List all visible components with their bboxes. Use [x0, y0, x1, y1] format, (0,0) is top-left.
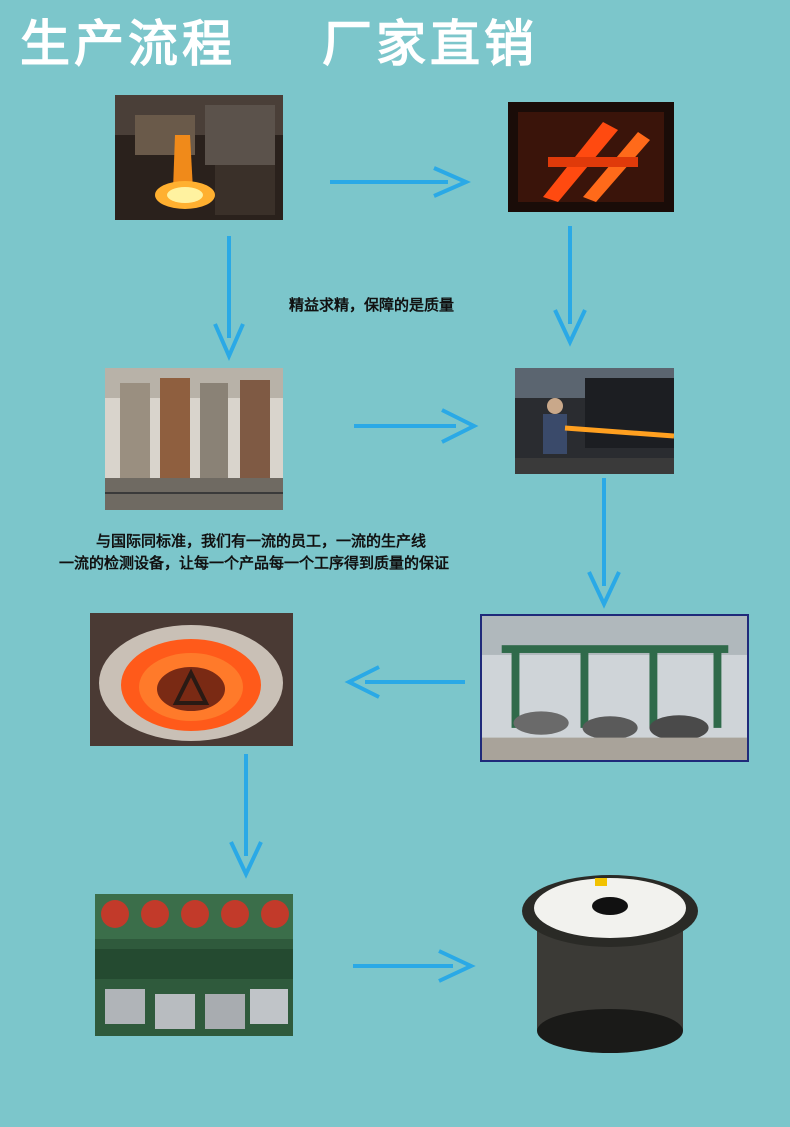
- photo-annealing-furnace: [90, 613, 293, 746]
- arrow-right-icon: [353, 948, 476, 984]
- arrow-down-icon: [586, 478, 622, 609]
- caption-quality-assurance: 一流的检测设备，让每一个产品每一个工序得到质量的保证: [59, 554, 450, 572]
- arrow-down-icon: [212, 236, 246, 361]
- photo-finished-wire-spool: [515, 866, 705, 1056]
- arrow-down-icon: [228, 754, 264, 879]
- photo-wire-drawing-line: [480, 614, 749, 762]
- photo-glowing-furnace: [508, 102, 674, 212]
- photo-spooling-machines: [95, 894, 293, 1036]
- arrow-down-icon: [552, 226, 588, 347]
- photo-molten-pouring: [115, 95, 283, 220]
- photo-worker-hot-rod: [515, 368, 674, 474]
- photo-factory-machinery: [105, 368, 283, 510]
- caption-quality-slogan: 精益求精，保障的是质量: [289, 296, 455, 314]
- arrow-right-icon: [330, 165, 471, 199]
- arrow-left-icon: [344, 664, 465, 700]
- arrow-right-icon: [354, 407, 479, 445]
- page-title-factory-direct: 厂家直销: [322, 15, 538, 73]
- page-title-production-process: 生产流程: [20, 15, 236, 73]
- caption-international-standard: 与国际同标准，我们有一流的员工，一流的生产线: [96, 532, 427, 550]
